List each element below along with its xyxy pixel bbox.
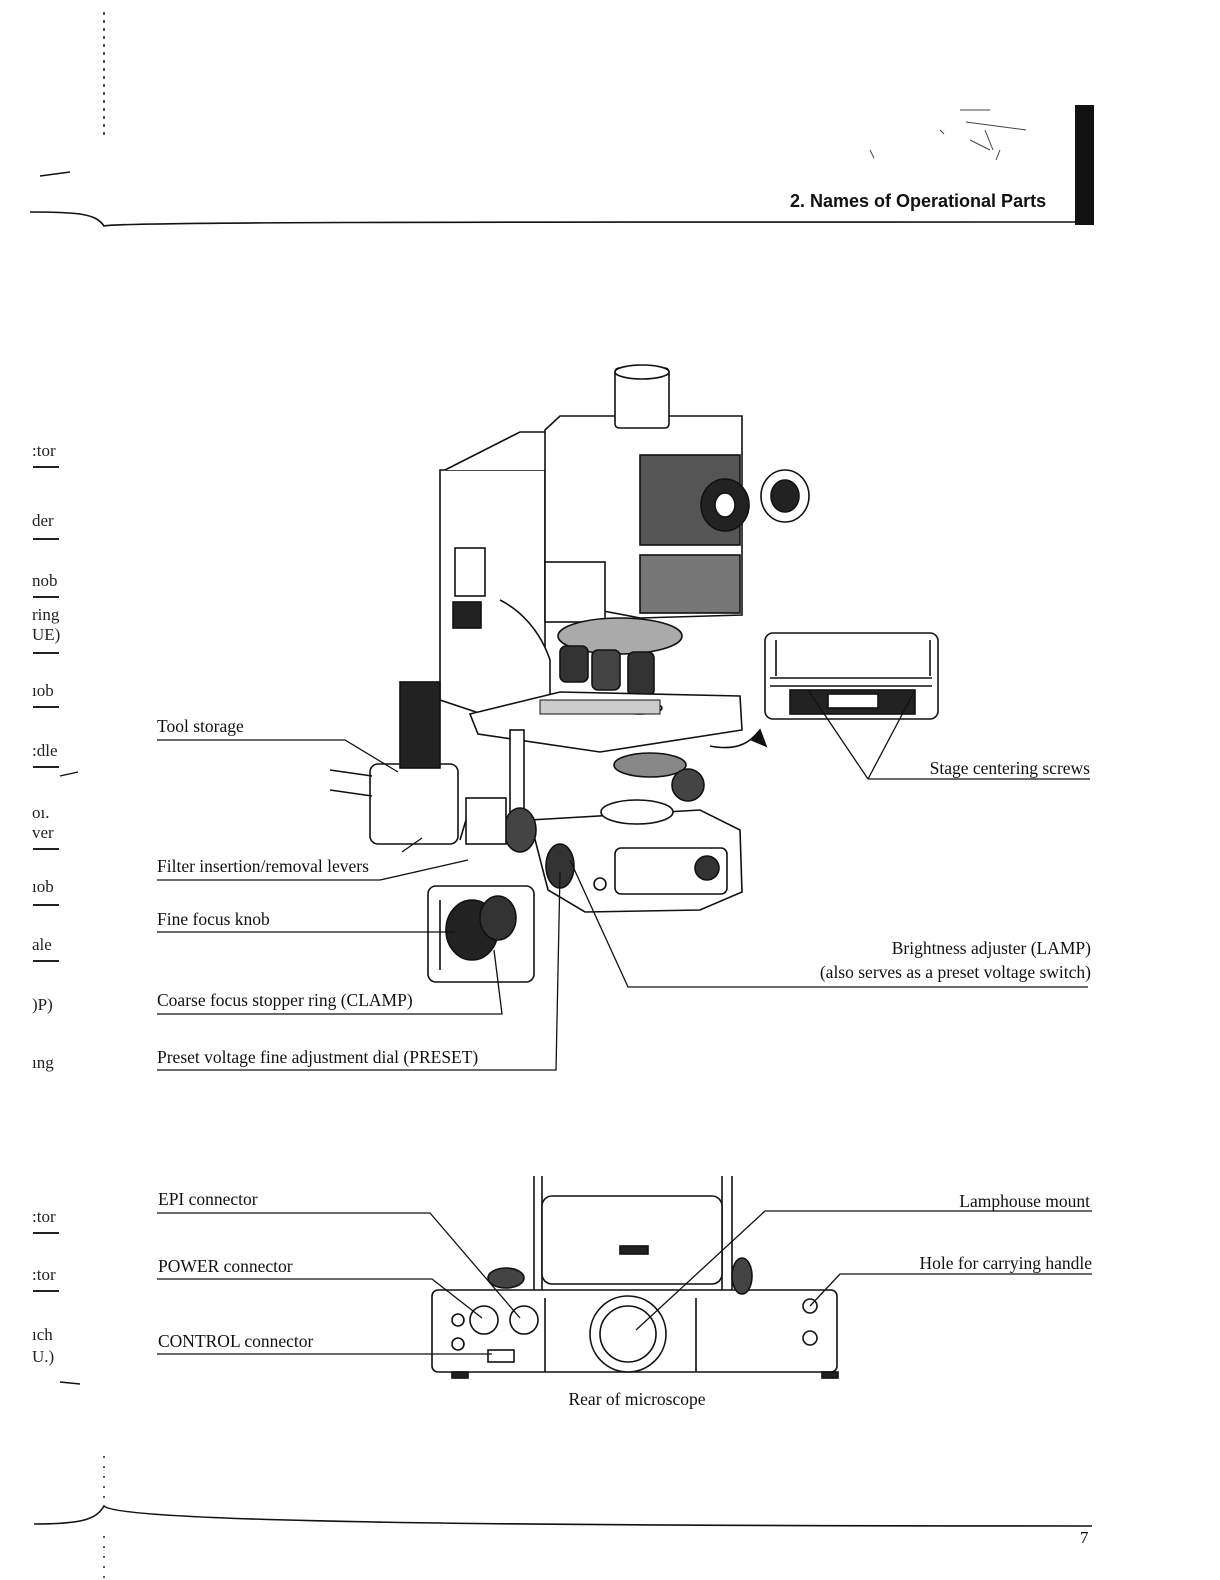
- label-tool-storage: Tool storage: [157, 716, 244, 736]
- margin-fragment: :tor: [32, 1207, 56, 1226]
- margin-fragment: ale: [32, 935, 52, 954]
- margin-rule: [33, 904, 59, 906]
- margin-rule: [33, 848, 59, 850]
- label-epi-connector: EPI connector: [158, 1189, 258, 1209]
- figure-caption: Rear of microscope: [568, 1389, 706, 1409]
- margin-rule: [33, 652, 59, 654]
- margin-rule: [33, 1232, 59, 1234]
- margin-fragment: oı.: [32, 803, 50, 822]
- label-brightness-adjuster: Brightness adjuster (LAMP): [891, 938, 1091, 958]
- margin-fragment: :dle: [32, 741, 58, 760]
- margin-fragment: UE): [32, 625, 61, 644]
- margin-fragment: ıob: [32, 681, 54, 700]
- header-artifact: [869, 109, 1027, 161]
- margin-rule: [33, 960, 59, 962]
- microscope-rear: [431, 1176, 839, 1379]
- scan-mark: [59, 771, 79, 777]
- margin-fragment: ıng: [32, 1053, 54, 1072]
- margin-fragment: )P): [32, 995, 53, 1014]
- margin-fragment: nob: [32, 571, 58, 590]
- label-filter-levers: Filter insertion/removal levers: [157, 856, 369, 876]
- margin-fragment: :tor: [32, 1265, 56, 1284]
- margin-fragment: ıch: [32, 1325, 53, 1344]
- inset-stage-screws: [764, 632, 939, 720]
- label-fine-focus-knob: Fine focus knob: [157, 909, 270, 929]
- footer-rule: [33, 1504, 1093, 1527]
- label-coarse-focus-stopper: Coarse focus stopper ring (CLAMP): [157, 990, 413, 1010]
- microscope-front: [329, 364, 810, 913]
- margin-rule: [33, 538, 59, 540]
- section-title: 2. Names of Operational Parts: [790, 191, 1047, 211]
- label-carrying-handle-hole: Hole for carrying handle: [919, 1253, 1093, 1273]
- label-preset-dial: Preset voltage fine adjustment dial (PRE…: [157, 1047, 479, 1067]
- label-brightness-adjuster-note: (also serves as a preset voltage switch): [819, 962, 1091, 982]
- leader-lines-rear: [157, 1210, 1092, 1355]
- label-lamphouse-mount: Lamphouse mount: [959, 1191, 1090, 1211]
- margin-rule: [33, 466, 59, 468]
- margin-fragment: U.): [32, 1347, 55, 1366]
- margin-fragment: ver: [32, 823, 54, 842]
- header-accent-bar: [1075, 105, 1094, 225]
- margin-rule: [33, 596, 59, 598]
- label-power-connector: POWER connector: [158, 1256, 293, 1276]
- label-control-connector: CONTROL connector: [158, 1331, 314, 1351]
- margin-fragment: :tor: [32, 441, 56, 460]
- scan-mark: [59, 1381, 81, 1385]
- inset-fine-focus: [427, 885, 535, 983]
- scan-mark: [39, 171, 71, 177]
- margin-fragment: ıob: [32, 877, 54, 896]
- margin-rule: [33, 706, 59, 708]
- header-rule: [29, 211, 1095, 227]
- page-number: 7: [1080, 1528, 1089, 1547]
- leader-lines-front: [157, 689, 1090, 1071]
- margin-fragment: der: [32, 511, 54, 530]
- margin-fragment: ring: [32, 605, 60, 624]
- label-stage-centering-screws: Stage centering screws: [929, 758, 1090, 778]
- margin-rule: [33, 1290, 59, 1292]
- margin-rule: [33, 766, 59, 768]
